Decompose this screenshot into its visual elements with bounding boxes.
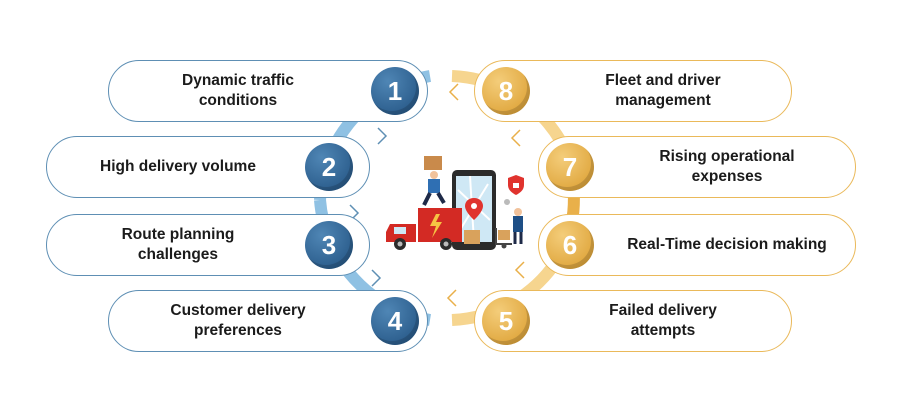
- location-pin-icon: [504, 199, 510, 205]
- challenge-label: Customer delivery preferences: [170, 301, 306, 339]
- challenge-label: Fleet and driver management: [605, 71, 721, 109]
- challenge-label: Real-Time decision making: [627, 235, 827, 253]
- step-number-4: 4: [371, 297, 419, 345]
- step-number-7: 7: [546, 143, 594, 191]
- step-number-6: 6: [546, 221, 594, 269]
- step-number-5: 5: [482, 297, 530, 345]
- arrow-icon: [448, 83, 459, 101]
- step-number-1: 1: [371, 67, 419, 115]
- challenge-label: Route planning challenges: [121, 225, 235, 263]
- step-number-3: 3: [305, 221, 353, 269]
- arrow-icon: [377, 127, 388, 145]
- challenge-label: Dynamic traffic conditions: [182, 71, 294, 109]
- delivery-truck-icon: [386, 208, 480, 250]
- step-number-8: 8: [482, 67, 530, 115]
- shield-lock-icon: [508, 175, 524, 195]
- step-number-2: 2: [305, 143, 353, 191]
- courier-with-box-icon: [422, 156, 446, 206]
- arrow-icon: [514, 261, 525, 279]
- center-illustration: [386, 156, 524, 250]
- challenge-label: Rising operational expenses: [659, 147, 795, 185]
- challenge-label: Failed delivery attempts: [609, 301, 717, 339]
- courier-with-hand-truck-icon: [495, 208, 523, 249]
- arrow-icon: [446, 289, 457, 307]
- challenge-item-4: Customer delivery preferences: [108, 290, 428, 352]
- arrow-icon: [510, 129, 521, 147]
- challenge-label: High delivery volume: [100, 157, 256, 175]
- challenge-item-8: Fleet and driver management: [474, 60, 792, 122]
- arrow-icon: [371, 269, 382, 287]
